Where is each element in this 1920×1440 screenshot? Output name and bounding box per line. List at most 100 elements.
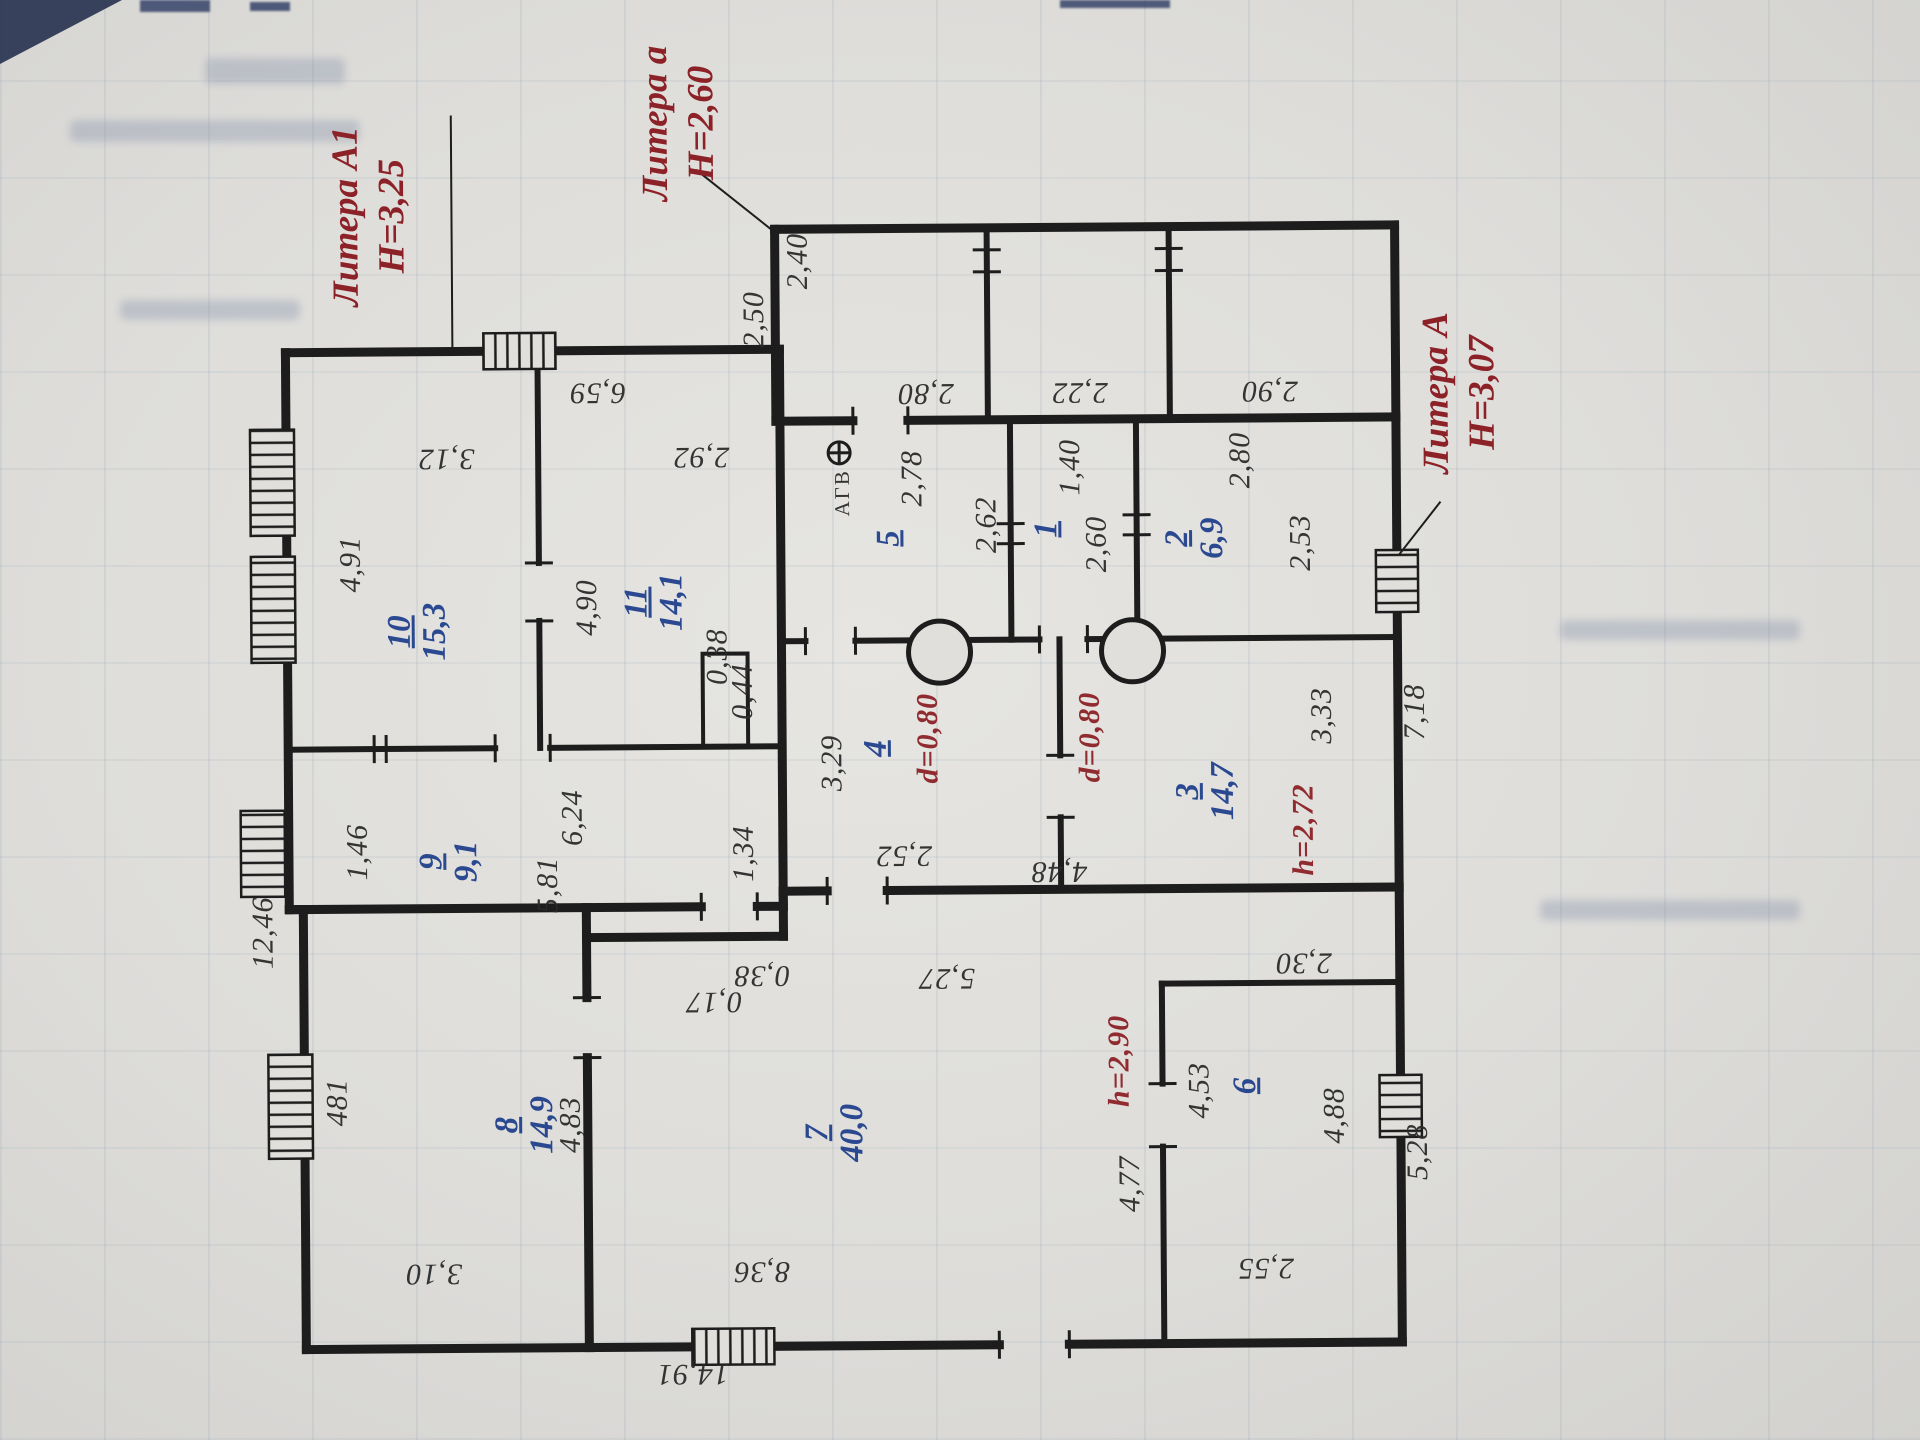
- room-number: 10: [381, 615, 418, 649]
- dimension-label: 3,10: [405, 1257, 463, 1291]
- windows: [239, 331, 1424, 1367]
- dimension-label: 2,52: [875, 839, 933, 873]
- bleed-through-text-smudge: [120, 300, 300, 320]
- red-annotation: d=0,80: [1072, 691, 1107, 783]
- room-label: 4: [857, 740, 894, 757]
- room-number: 5: [870, 530, 907, 547]
- room-number: 11: [618, 586, 655, 618]
- stove-circle: [906, 618, 974, 686]
- agv-heater-icon: [826, 440, 852, 466]
- room-area: 14,7: [1204, 762, 1241, 821]
- dimension-label: 0,38: [733, 959, 791, 993]
- dimension-label: 5,27: [918, 961, 976, 996]
- litera-a1-name: Литера А1: [324, 126, 367, 307]
- equipment-label: АГВ: [829, 469, 855, 517]
- chimney-outline: [700, 651, 751, 747]
- dimension-label: 2,53: [1283, 514, 1317, 571]
- dimension-label: 3,29: [815, 734, 849, 792]
- dimension-label: 4,88: [1317, 1087, 1351, 1144]
- dimension-label: 14,91: [656, 1357, 729, 1392]
- red-annotation: d=0,80: [910, 692, 945, 784]
- dimension-label: 5,81: [530, 856, 565, 914]
- dimension-label: 4,90: [570, 579, 604, 636]
- dimension-label: 1,34: [726, 825, 761, 882]
- room-number: 8: [489, 1116, 526, 1134]
- dimension-label: 2,92: [672, 440, 730, 474]
- dimension-label: 5,28: [1400, 1123, 1435, 1181]
- room-area: 14,1: [652, 573, 690, 632]
- dimension-label: 1,46: [340, 823, 375, 881]
- room-label: 5: [870, 530, 907, 547]
- ink-bleed-mark: [250, 2, 290, 11]
- dimension-label: 2,55: [1237, 1251, 1295, 1286]
- dimension-label: 3,33: [1304, 687, 1339, 744]
- dimension-label: 2,90: [1241, 374, 1299, 409]
- litera-a1-label: Литера А1 Н=3,25: [322, 86, 416, 347]
- dimension-label: 2,60: [1079, 515, 1113, 573]
- red-annotation: h=2,90: [1102, 1014, 1136, 1108]
- ink-bleed-mark: [140, 0, 210, 12]
- litera-a-small-height: Н=2,60: [680, 65, 723, 181]
- dimension-label: 8,36: [733, 1255, 791, 1289]
- dimension-label: 1,40: [1053, 438, 1087, 496]
- door-ticks: [372, 246, 1183, 1359]
- dimension-label: 4,53: [1182, 1061, 1216, 1119]
- bleed-through-text-smudge: [1540, 900, 1800, 920]
- dimension-label: 2,80: [1222, 431, 1257, 489]
- room-area: 40,0: [833, 1103, 871, 1162]
- dimension-label: 481: [320, 1078, 354, 1127]
- dimension-label: 2,22: [1051, 375, 1109, 410]
- red-annotation: h=2,72: [1286, 783, 1321, 876]
- bleed-through-text-smudge: [1560, 620, 1800, 640]
- dimension-label: 4,91: [333, 535, 368, 593]
- room-label: 6: [1227, 1077, 1264, 1095]
- leader-lines: [449, 115, 1442, 556]
- litera-a-name: Литера А: [1414, 311, 1458, 474]
- room-label: 1: [1028, 521, 1065, 538]
- dimension-label: 6,24: [555, 789, 589, 847]
- litera-a-small-label: Литера а Н=2,60: [632, 0, 726, 254]
- bleed-through-text-smudge: [70, 120, 360, 142]
- stove-circle: [1099, 617, 1167, 685]
- room-number: 6: [1227, 1077, 1264, 1095]
- exterior-walls: [280, 220, 1407, 1355]
- dimension-label: 3,12: [417, 442, 475, 476]
- ink-bleed-mark: [1060, 0, 1170, 8]
- dimension-label: 2,30: [1275, 946, 1333, 980]
- bleed-through-text-smudge: [205, 58, 345, 84]
- dimension-label: 4,77: [1113, 1155, 1147, 1213]
- dimension-label: 2,40: [780, 232, 814, 290]
- dimension-label: 12,46: [246, 896, 280, 970]
- room-number: 9: [413, 853, 450, 871]
- room-area: 6,9: [1193, 517, 1230, 559]
- dimension-label: 4,48: [1030, 855, 1088, 889]
- dimension-label: 2,50: [737, 291, 771, 348]
- room-number: 3: [1169, 783, 1206, 800]
- dimension-label: 2,80: [897, 377, 955, 411]
- room-number: 1: [1028, 521, 1065, 538]
- dimension-label: 7,18: [1397, 683, 1432, 741]
- litera-a1-height: Н=3,25: [371, 158, 413, 274]
- room-area: 9,1: [447, 840, 485, 883]
- dimension-label: 2,78: [895, 449, 929, 507]
- room-area: 14,9: [523, 1095, 561, 1154]
- room-number: 4: [857, 740, 894, 757]
- dimension-label: 0,44: [725, 663, 759, 720]
- room-number: 2: [1159, 530, 1196, 547]
- litera-a-small-name: Литера а: [634, 45, 677, 202]
- room-area: 15,3: [416, 602, 453, 661]
- litera-a-label: Литера А Н=3,07: [1413, 262, 1507, 523]
- interior-walls: [285, 223, 1403, 1347]
- litera-a-height: Н=3,07: [1461, 335, 1504, 451]
- dimension-label: 6,59: [569, 376, 627, 410]
